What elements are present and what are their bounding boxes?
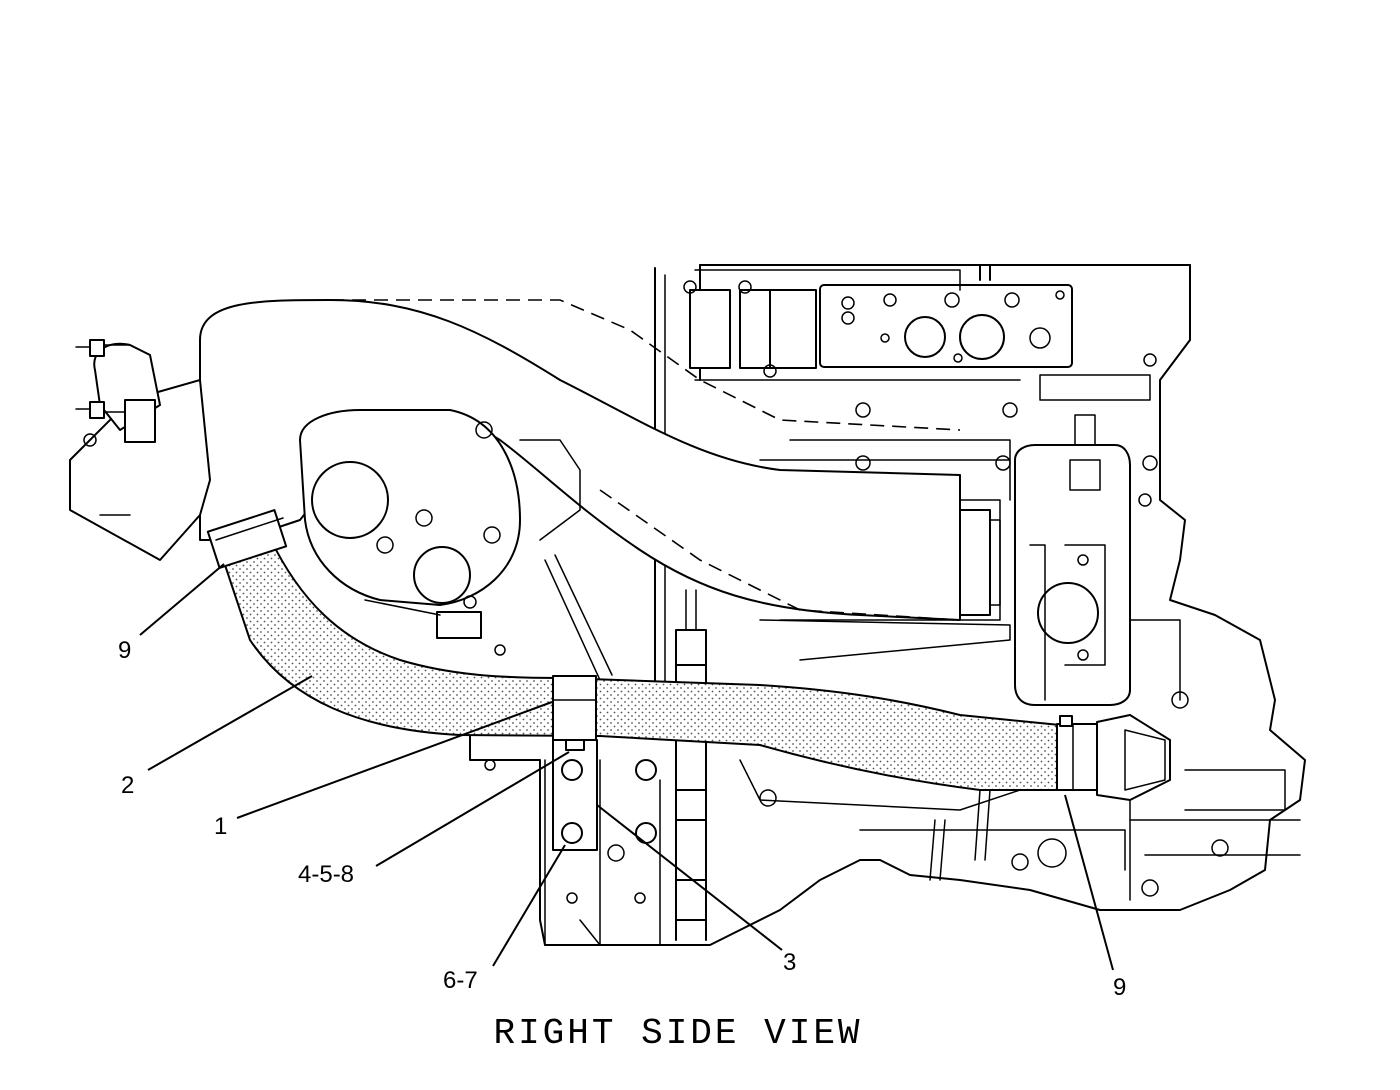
callout-2: 2 [121, 772, 134, 799]
leader-1 [236, 701, 553, 819]
turbocharger [299, 409, 581, 639]
leader-9-right [1064, 794, 1114, 971]
bolts [484, 353, 1229, 904]
leader-2 [147, 675, 313, 771]
leader-9-left [139, 563, 225, 636]
callout-4-5-8: 4-5-8 [298, 861, 354, 888]
callout-9-right: 9 [1113, 974, 1126, 1001]
callout-3: 3 [783, 949, 796, 976]
leader-6-7 [492, 844, 566, 967]
air-inlet-elbow [199, 299, 1001, 621]
leader-4-5-8 [375, 751, 570, 867]
callout-9-left: 9 [118, 637, 131, 664]
mounting-bracket [552, 739, 657, 862]
view-caption: RIGHT SIDE VIEW [493, 1013, 862, 1054]
callouts: 9 2 1 4-5-8 6-7 3 9 [118, 637, 1126, 1001]
callout-6-7: 6-7 [443, 967, 478, 994]
valve-cover-plate [819, 284, 1073, 368]
leader-lines [139, 563, 1114, 971]
engine-block [469, 264, 1306, 946]
callout-1: 1 [214, 813, 227, 840]
leader-3 [596, 804, 783, 951]
filter-housing [1014, 374, 1151, 706]
intake-hose [206, 509, 1286, 811]
intake-tube-top [683, 269, 961, 378]
air-cleaner-housing [69, 339, 211, 561]
